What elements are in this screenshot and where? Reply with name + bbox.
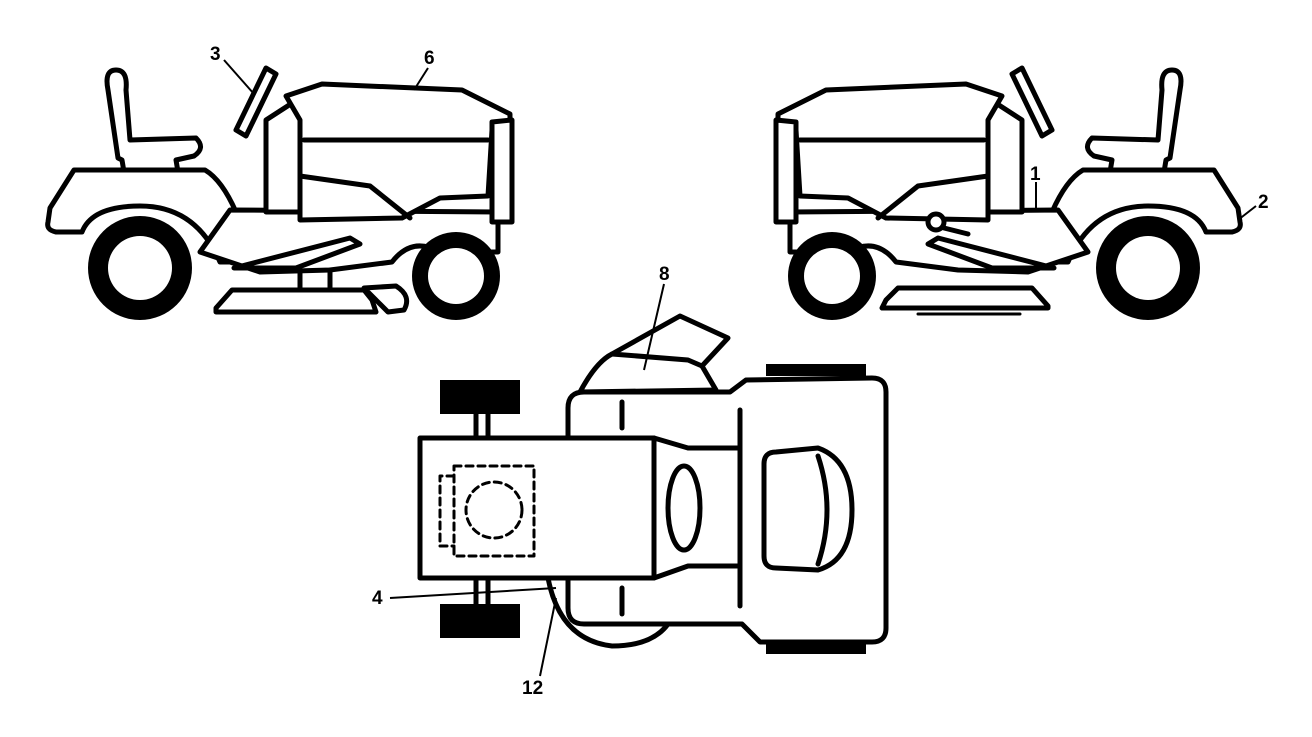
steering-wheel [1009,65,1055,139]
leader-8 [643,283,665,371]
deck-side-loop [545,575,671,649]
leader-3 [223,59,255,95]
rear-wheel-hub [108,236,172,300]
callout-4: 4 [372,588,383,609]
callout-3: 3 [210,44,221,65]
seat-cushion-outline [464,480,524,540]
leader-6 [413,67,429,91]
tractor-top-view [417,313,889,654]
hood-side-line-lower [875,173,991,221]
callout-12: 12 [522,678,543,699]
mower-deck [879,285,1051,311]
nose-cone-curve [815,453,830,567]
hood [283,81,513,225]
brake-pedal [231,235,363,271]
lift-lever [925,235,1057,271]
seat-back [1085,67,1184,175]
deck-hanger [297,267,333,293]
tractor-left-side-view [45,65,515,320]
deck-chute [361,283,410,315]
seat-outline [452,464,536,558]
leader-2 [1237,205,1257,221]
hood-headlight [665,463,703,553]
callout-1: 1 [1030,164,1041,185]
lift-lever-knob [925,211,947,233]
rear-wheel-hub [1116,236,1180,300]
discharge-chute [577,313,731,395]
front-wheel-top [766,364,866,376]
tractor-right-side-view [773,65,1243,320]
discharge-chute-fold [609,351,705,369]
grille [773,117,799,225]
callout-8: 8 [659,264,670,285]
callout-6: 6 [424,48,435,69]
lift-lever-arm [941,225,971,237]
rear-body [417,435,657,581]
grille [489,117,515,225]
front-wheel-hub [804,248,860,304]
hood [775,81,1005,225]
leader-4 [389,587,557,599]
mower-deck [213,287,379,315]
seat-back [104,67,203,175]
rear-wheel-bottom [440,604,520,638]
callout-2: 2 [1258,192,1269,213]
leader-12 [539,597,557,677]
callout-leaders [223,59,1257,677]
rear-wheel-top [440,380,520,414]
hood-side-line-lower [297,173,413,221]
seat-back-outline [438,474,456,548]
steering-wheel [233,65,279,139]
rear-axle [473,411,491,607]
front-wheel-hub [428,248,484,304]
front-wheel-bottom [766,642,866,654]
front-nose-cone [761,445,855,573]
